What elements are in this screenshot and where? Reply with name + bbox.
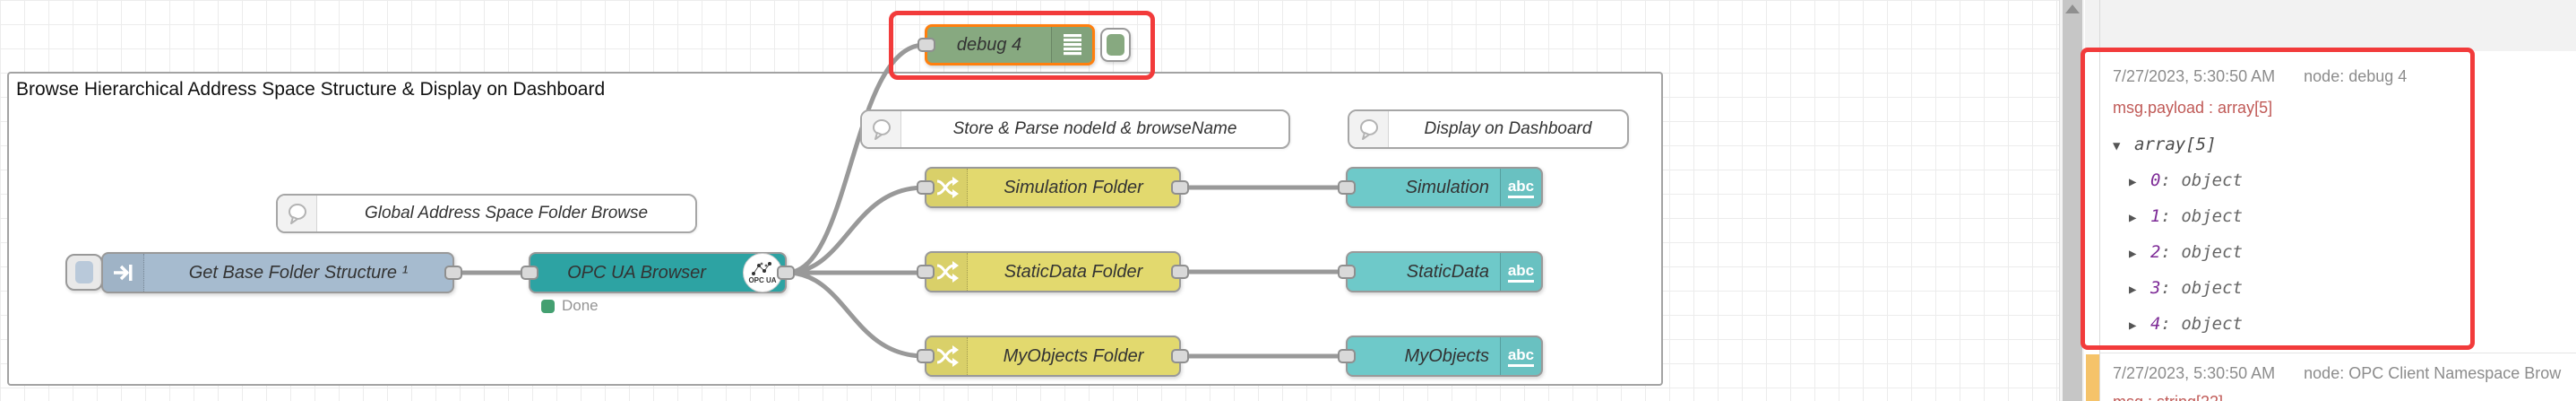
node-ui-text-myobjects[interactable]: MyObjects abc	[1338, 336, 1543, 377]
input-port[interactable]	[917, 180, 935, 195]
tree-item-row[interactable]: ▶0: object	[2129, 162, 2576, 198]
status-dot-icon	[541, 299, 555, 313]
input-port[interactable]	[1338, 265, 1356, 279]
comment-bubble-icon	[278, 196, 317, 231]
tree-item-row[interactable]: ▶2: object	[2129, 234, 2576, 270]
node-label: MyObjects Folder	[1003, 345, 1144, 366]
message-path: msg : string[22]	[2113, 393, 2576, 401]
debug-message[interactable]: 7/27/2023, 5:30:50 AM node: OPC Client Na…	[2100, 353, 2576, 401]
previous-message-remnant	[2085, 0, 2576, 51]
node-label: Simulation Folder	[1004, 177, 1143, 197]
node-label: Get Base Folder Structure ¹	[188, 262, 409, 283]
output-port[interactable]	[777, 266, 795, 280]
node-debug-4[interactable]: debug 4	[918, 24, 1095, 65]
message-path: msg.payload : array[5]	[2113, 99, 2273, 117]
debug-enable-toggle[interactable]	[1100, 28, 1131, 62]
comment-label: Display on Dashboard	[1424, 119, 1592, 138]
output-port[interactable]	[1171, 349, 1189, 363]
input-port[interactable]	[917, 349, 935, 363]
tree-item-row[interactable]: ▶1: object	[2129, 198, 2576, 234]
node-label: Simulation	[1405, 177, 1489, 197]
abc-text-icon: abc	[1500, 253, 1541, 291]
tree-root-row[interactable]: ▼array[5]	[2113, 126, 2576, 162]
input-port[interactable]	[521, 266, 538, 280]
opcua-logo-text: OPC UA	[748, 276, 777, 284]
node-switch-staticdata[interactable]: StaticData Folder	[917, 251, 1189, 292]
comment-node-display[interactable]: Display on Dashboard	[1348, 109, 1629, 149]
status-text: Done	[562, 297, 599, 314]
input-port[interactable]	[1338, 180, 1356, 195]
source-node: node: debug 4	[2304, 67, 2408, 85]
node-opcua-browser[interactable]: OPC UA Browser OPC UA	[521, 252, 795, 293]
debug-toggle-inner	[1107, 34, 1124, 56]
source-node: node: OPC Client Namespace Brow	[2304, 364, 2562, 382]
input-port[interactable]	[917, 265, 935, 279]
input-port[interactable]	[918, 38, 935, 52]
comment-label: Global Address Space Folder Browse	[364, 204, 649, 222]
node-ui-text-staticdata[interactable]: StaticData abc	[1338, 251, 1543, 292]
debug-message-header: 7/27/2023, 5:30:50 AM node: debug 4	[2113, 51, 2576, 86]
comment-bubble-icon	[862, 111, 901, 147]
debug-sidebar: 7/27/2023, 5:30:50 AM node: debug 4 msg.p…	[2085, 0, 2576, 401]
input-port[interactable]	[1338, 349, 1356, 363]
output-port[interactable]	[444, 266, 462, 280]
group-label: Browse Hierarchical Address Space Struct…	[16, 79, 606, 100]
caret-right-icon[interactable]: ▶	[2129, 283, 2137, 297]
comment-node-store-parse[interactable]: Store & Parse nodeId & browseName	[860, 109, 1290, 149]
debug-message[interactable]: 7/27/2023, 5:30:50 AM node: debug 4 msg.p…	[2100, 51, 2576, 353]
caret-right-icon[interactable]: ▶	[2129, 318, 2137, 333]
caret-right-icon[interactable]: ▶	[2129, 247, 2137, 261]
inject-button-inner	[75, 261, 93, 283]
node-label: StaticData Folder	[1004, 261, 1143, 282]
scrollbar-up-arrow-icon[interactable]	[2065, 4, 2080, 13]
caret-down-icon[interactable]: ▼	[2113, 139, 2121, 153]
comment-bubble-icon	[1349, 111, 1389, 147]
payload-tree: ▼array[5] ▶0: object ▶1: object ▶2: obje…	[2113, 126, 2576, 342]
output-port[interactable]	[1171, 265, 1189, 279]
timestamp: 7/27/2023, 5:30:50 AM	[2113, 364, 2276, 382]
node-switch-myobjects[interactable]: MyObjects Folder	[917, 336, 1189, 377]
tree-item-row[interactable]: ▶3: object	[2129, 270, 2576, 306]
abc-text-icon: abc	[1500, 169, 1541, 206]
message-highlight-bar	[2086, 354, 2099, 401]
node-label: StaticData	[1406, 261, 1489, 282]
debug-message-header: 7/27/2023, 5:30:50 AM node: OPC Client Na…	[2113, 353, 2576, 383]
node-label: debug 4	[956, 34, 1022, 55]
output-port[interactable]	[1171, 180, 1189, 195]
scrollbar-thumb[interactable]	[2063, 0, 2082, 401]
node-status: Done	[541, 297, 599, 315]
debug-list-icon	[1051, 27, 1092, 63]
inject-trigger-button[interactable]	[65, 254, 103, 291]
wire-layer	[452, 42, 1348, 359]
node-ui-text-simulation[interactable]: Simulation abc	[1338, 167, 1543, 208]
node-switch-simulation[interactable]: Simulation Folder	[917, 167, 1189, 208]
node-inject[interactable]: Get Base Folder Structure ¹	[101, 252, 462, 293]
wire[interactable]	[784, 42, 927, 275]
comment-node-global[interactable]: Global Address Space Folder Browse	[276, 194, 697, 233]
node-label: MyObjects	[1404, 345, 1489, 366]
abc-text-icon: abc	[1500, 337, 1541, 375]
wire[interactable]	[784, 185, 927, 275]
wire[interactable]	[784, 270, 927, 359]
caret-right-icon[interactable]: ▶	[2129, 175, 2137, 189]
node-label: OPC UA Browser	[567, 262, 706, 283]
comment-label: Store & Parse nodeId & browseName	[952, 119, 1237, 138]
caret-right-icon[interactable]: ▶	[2129, 211, 2137, 225]
timestamp: 7/27/2023, 5:30:50 AM	[2113, 67, 2276, 85]
inject-arrow-icon	[103, 254, 144, 292]
tree-item-row[interactable]: ▶4: object	[2129, 306, 2576, 342]
vertical-scrollbar[interactable]	[2059, 0, 2084, 401]
message-gutter-line	[2099, 0, 2100, 401]
flow-canvas[interactable]: Browse Hierarchical Address Space Struct…	[0, 0, 2059, 401]
